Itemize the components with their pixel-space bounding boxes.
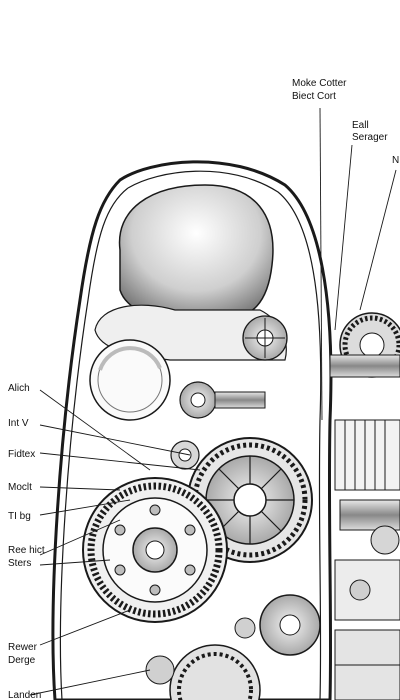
label-int-v: Int V (8, 418, 29, 429)
label-serager: Serager (352, 132, 388, 143)
outer-housing (51, 160, 333, 700)
large-timing-gear (187, 437, 313, 563)
round-chamber (89, 339, 171, 421)
leader-lines (29, 107, 397, 696)
mid-small-gear (179, 381, 266, 419)
label-sters: Sters (8, 558, 31, 569)
callout-labels: Moke Cotter Biect Cort Eall Serager N Al… (8, 78, 399, 700)
label-ti-bg: TI bg (8, 511, 31, 522)
label-rewer: Rewer (8, 642, 38, 653)
label-ree-hict: Ree hict (8, 545, 45, 556)
small-pulley (170, 440, 200, 470)
label-eall: Eall (352, 120, 369, 131)
label-biect-cort: Biect Cort (292, 91, 336, 102)
upper-cavity (94, 184, 287, 361)
label-moke-cotter: Moke Cotter (292, 78, 347, 89)
upper-idler-gear (242, 315, 288, 361)
label-derge: Derge (8, 655, 36, 666)
label-alich: Alich (8, 383, 30, 394)
label-fidtex: Fidtex (8, 449, 35, 460)
right-mechanism (329, 312, 400, 700)
label-n: N (392, 155, 399, 166)
label-landen: Landen (8, 690, 41, 700)
crank-pulley (82, 477, 228, 623)
lower-gears (145, 594, 321, 700)
label-moclt: Moclt (8, 482, 32, 493)
